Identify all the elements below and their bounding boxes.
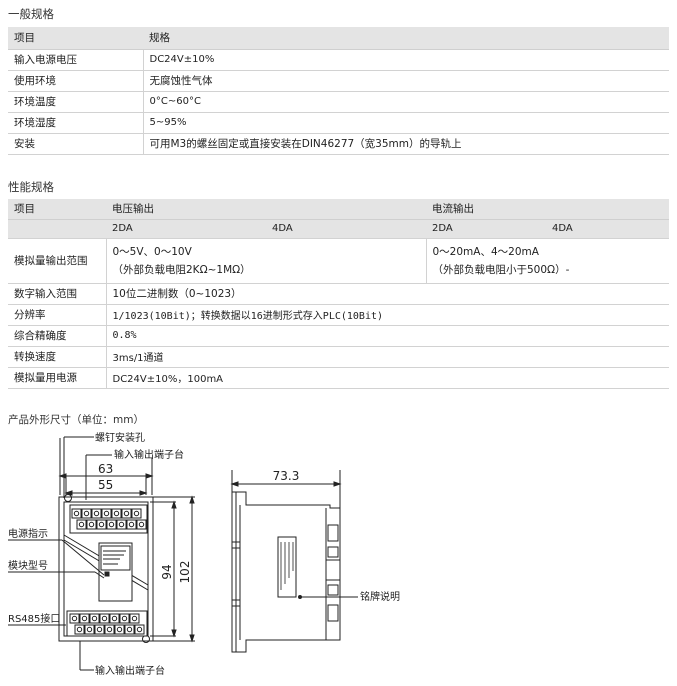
table-row: 模拟量输出范围 0～5V、0～10V （外部负载电阻2KΩ~1MΩ） 0～20m… bbox=[8, 238, 669, 284]
dim-94: 94 bbox=[160, 564, 174, 579]
performance-spec-title: 性能规格 bbox=[8, 180, 54, 194]
table-row: 模拟量用电源 DC24V±10%，100mA bbox=[8, 367, 669, 389]
label-rs485: RS485接口 bbox=[8, 612, 60, 625]
dim-55: 55 bbox=[98, 478, 113, 492]
label-io-terminal-bottom: 输入输出端子台 bbox=[95, 664, 165, 677]
table-header-row: 项目 电压输出 电流输出 bbox=[8, 199, 669, 220]
dim-102: 102 bbox=[178, 561, 192, 584]
table-row: 环境湿度 5~95% bbox=[8, 112, 669, 134]
table-subheader-row: 2DA 4DA 2DA 4DA bbox=[8, 219, 669, 239]
table-row: 环境温度 0°C~60°C bbox=[8, 91, 669, 113]
sub-current-2da: 2DA bbox=[426, 219, 546, 239]
row-value: DC24V±10%，100mA bbox=[106, 367, 669, 389]
row-label: 使用环境 bbox=[8, 70, 144, 92]
table-row: 综合精确度 0.8% bbox=[8, 325, 669, 347]
sub-current-4da: 4DA bbox=[546, 219, 669, 239]
table-header-row: 项目 规格 bbox=[8, 27, 669, 50]
row-label: 安装 bbox=[8, 133, 144, 155]
sub-voltage-4da: 4DA bbox=[266, 219, 426, 239]
row-value: 3ms/1通道 bbox=[106, 346, 669, 368]
current-range-line2: （外部负载电阻小于500Ω）- bbox=[432, 263, 570, 276]
table-row: 转换速度 3ms/1通道 bbox=[8, 346, 669, 368]
dimensions-title: 产品外形尺寸（单位：mm） bbox=[8, 414, 144, 426]
general-spec-title: 一般规格 bbox=[8, 7, 54, 21]
dim-73-3: 73.3 bbox=[273, 469, 300, 483]
row-value: 5~95% bbox=[143, 112, 669, 134]
row-label: 输入电源电压 bbox=[8, 49, 144, 71]
row-label: 环境湿度 bbox=[8, 112, 144, 134]
table-row: 数字输入范围 10位二进制数（0~1023） bbox=[8, 283, 669, 305]
header-spec: 规格 bbox=[143, 27, 669, 50]
row-label: 环境温度 bbox=[8, 91, 144, 113]
table-row: 分辨率 1/1023(10Bit)；转换数据以16进制形式存入PLC(10Bit… bbox=[8, 304, 669, 326]
row-value: 无腐蚀性气体 bbox=[143, 70, 669, 92]
row-label: 综合精确度 bbox=[8, 325, 107, 347]
row-label: 数字输入范围 bbox=[8, 283, 107, 305]
current-range-cell: 0～20mA、4～20mA （外部负载电阻小于500Ω）- bbox=[426, 238, 669, 284]
row-value: 0.8% bbox=[106, 325, 669, 347]
table-row: 安装 可用M3的螺丝固定或直接安装在DIN46277（宽35mm）的导轨上 bbox=[8, 133, 669, 155]
side-view bbox=[230, 470, 358, 653]
sub-voltage-2da: 2DA bbox=[106, 219, 266, 239]
header-voltage-output: 电压输出 bbox=[106, 199, 426, 220]
table-row: 输入电源电压 DC24V±10% bbox=[8, 49, 669, 71]
front-view bbox=[8, 436, 195, 671]
row-label: 转换速度 bbox=[8, 346, 107, 368]
label-module-model: 模块型号 bbox=[8, 559, 48, 572]
header-current-output: 电流输出 bbox=[426, 199, 669, 220]
label-power-indicator: 电源指示 bbox=[8, 527, 48, 540]
current-range-line1: 0～20mA、4～20mA bbox=[432, 245, 539, 258]
table-row: 使用环境 无腐蚀性气体 bbox=[8, 70, 669, 92]
dim-63: 63 bbox=[98, 462, 113, 476]
voltage-range-cell: 0～5V、0～10V （外部负载电阻2KΩ~1MΩ） bbox=[106, 238, 427, 284]
general-spec-table: 项目 规格 输入电源电压 DC24V±10% 使用环境 无腐蚀性气体 环境温度 … bbox=[8, 27, 669, 155]
row-value: 10位二进制数（0~1023） bbox=[106, 283, 669, 305]
header-item: 项目 bbox=[8, 27, 143, 50]
label-io-terminal-top: 输入输出端子台 bbox=[114, 448, 184, 461]
header-item: 项目 bbox=[8, 199, 106, 220]
row-label: 模拟量用电源 bbox=[8, 367, 107, 389]
row-label: 分辨率 bbox=[8, 304, 107, 326]
label-nameplate: 铭牌说明 bbox=[360, 590, 400, 603]
voltage-range-line1: 0～5V、0～10V bbox=[112, 245, 192, 258]
performance-spec-table: 项目 电压输出 电流输出 2DA 4DA 2DA 4DA 模拟量输出范围 0～5… bbox=[8, 199, 669, 389]
row-value: DC24V±10% bbox=[143, 49, 669, 71]
row-value: 1/1023(10Bit)；转换数据以16进制形式存入PLC(10Bit) bbox=[106, 304, 669, 326]
row-value: 可用M3的螺丝固定或直接安装在DIN46277（宽35mm）的导轨上 bbox=[143, 133, 669, 155]
row-value: 0°C~60°C bbox=[143, 91, 669, 113]
label-screw-hole: 螺钉安装孔 bbox=[95, 431, 145, 444]
voltage-range-line2: （外部负载电阻2KΩ~1MΩ） bbox=[112, 263, 251, 276]
row-label: 模拟量输出范围 bbox=[8, 238, 107, 284]
